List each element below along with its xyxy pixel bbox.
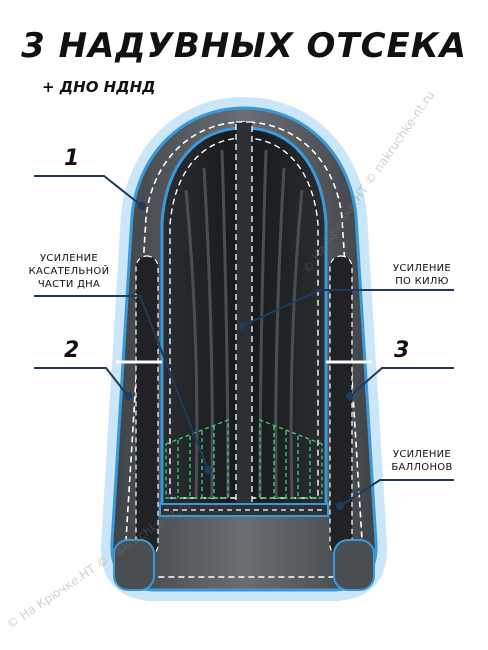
keel-strip <box>235 121 253 511</box>
tube-seam <box>125 121 363 578</box>
floor-ribs <box>184 149 304 499</box>
tube-reinforcement-label: УСИЛЕНИЕ БАЛЛОНОВ <box>391 449 453 473</box>
compartment-1-number: 1 <box>64 146 80 171</box>
right-stern-cone <box>333 539 375 591</box>
left-strake <box>135 255 159 557</box>
bottom-reinforcement-label: УСИЛЕНИЕ КАСАТЕЛЬНОЙ ЧАСТИ ДНА <box>28 253 110 290</box>
leader-lines <box>34 175 454 507</box>
leader-dots <box>124 202 354 510</box>
boat-outline-glow <box>100 96 388 601</box>
left-stern-cone <box>113 539 155 591</box>
transom <box>159 503 329 517</box>
compartment-2-number: 2 <box>64 338 80 363</box>
page-title: 3 НАДУВНЫХ ОТСЕКА <box>21 26 467 66</box>
right-strake <box>329 255 353 557</box>
page-subtitle: + ДНО НДНД <box>42 78 156 96</box>
bottom-reinforcement-green <box>165 418 323 499</box>
compartment-3-number: 3 <box>394 338 410 363</box>
keel-reinforcement-label: УСИЛЕНИЕ ПО КИЛЮ <box>392 263 452 287</box>
